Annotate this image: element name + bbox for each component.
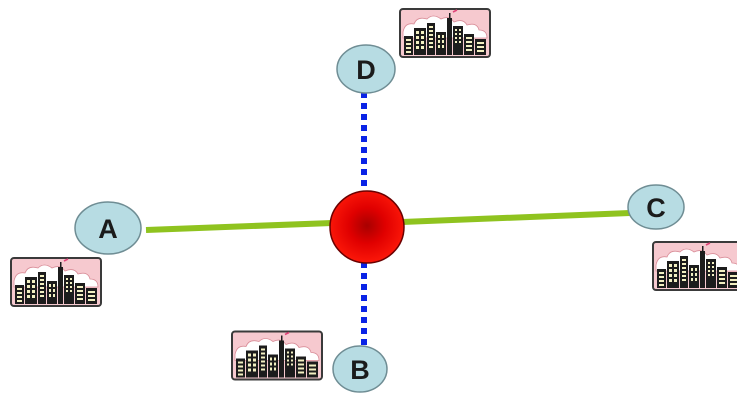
node-b-circle [332, 345, 388, 393]
node-a-label: A [98, 214, 118, 244]
link-a-hub [145, 220, 333, 233]
city-skyline-icon-c [652, 240, 737, 292]
node-d-circle [336, 44, 396, 94]
city-skyline-icon-d [399, 8, 491, 58]
link-hub-c [401, 210, 631, 225]
node-c-circle [627, 184, 685, 230]
node-d[interactable]: D [336, 44, 396, 94]
node-b[interactable]: B [332, 345, 388, 393]
hub-node-icon[interactable] [329, 190, 405, 264]
city-skyline-icon-a [10, 257, 102, 307]
node-c-label: C [646, 193, 666, 223]
node-a-circle [74, 201, 142, 255]
city-skyline-icon-b [231, 330, 323, 381]
node-a[interactable]: A [74, 201, 142, 255]
node-c[interactable]: C [627, 184, 685, 230]
node-b-label: B [350, 355, 370, 385]
node-d-label: D [356, 55, 376, 85]
